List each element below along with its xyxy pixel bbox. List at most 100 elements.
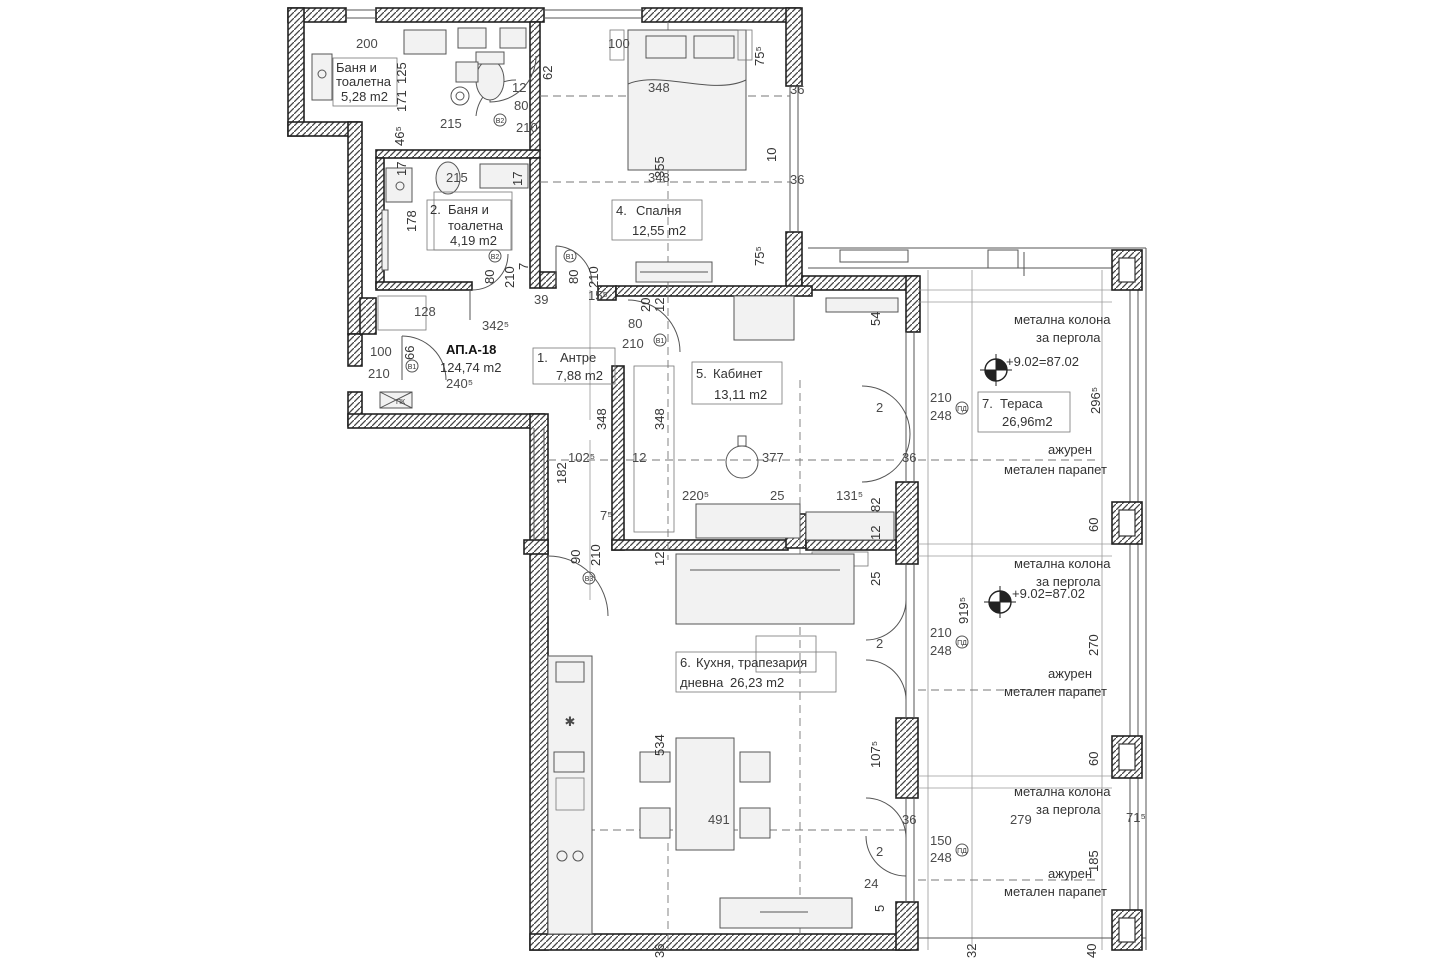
dimension-label: 80 xyxy=(482,270,497,284)
door-tag: B1 xyxy=(405,359,419,373)
svg-text:ПД: ПД xyxy=(957,848,967,855)
stove-icon xyxy=(556,850,568,862)
dimension-label: 171 xyxy=(394,90,409,112)
level-marker xyxy=(980,354,1012,386)
shaft-label: ПК xyxy=(396,399,406,406)
dimension-label: 80 xyxy=(514,98,528,113)
svg-text:B2: B2 xyxy=(496,118,505,125)
room-name: Кабинет xyxy=(713,366,762,381)
column-note: метална колона xyxy=(1014,312,1111,327)
door-tags: B2 B2 B1 B1 B1 B3 ПД ПД ПД xyxy=(405,113,969,857)
dimension-label: 75⁵ xyxy=(752,246,767,266)
dimension-label: 36 xyxy=(902,450,916,465)
room-area: 5,28 m2 xyxy=(341,89,388,104)
room-labels: Баня и тоалетна 5,28 m2 2. Баня и тоалет… xyxy=(336,60,1053,690)
dimension-label: 107⁵ xyxy=(868,741,883,768)
dimension-label: 32 xyxy=(964,944,979,958)
parapet-note: метален парапет xyxy=(1004,684,1107,699)
parapet-note: ажурен xyxy=(1048,442,1092,457)
dimension-label: 220⁵ xyxy=(682,488,709,503)
dimension-label: 210 xyxy=(368,366,390,381)
room-number: 5. xyxy=(696,366,707,381)
dimension-label: 12 xyxy=(632,450,646,465)
sofa-icon xyxy=(675,553,855,625)
dimension-label: 12 xyxy=(512,80,526,95)
dimension-label: 348 xyxy=(648,80,670,95)
dimension-label: 348 xyxy=(648,170,670,185)
column-note: метална колона xyxy=(1014,556,1111,571)
dimension-label: 40 xyxy=(1084,944,1099,958)
room-name: дневна xyxy=(680,675,724,690)
dimension-label: 7 xyxy=(516,263,531,270)
terrace xyxy=(808,247,1147,951)
dimension-label: 348 xyxy=(652,408,667,430)
svg-text:B3: B3 xyxy=(585,576,594,583)
dimension-label: 7⁵ xyxy=(600,508,613,523)
dimension-label: 24 xyxy=(864,876,878,891)
dimension-label: 80 xyxy=(628,316,642,331)
dimension-label: 128 xyxy=(414,304,436,319)
door-tag: B2 xyxy=(488,249,502,263)
door-tag: ПД xyxy=(955,843,969,857)
dimension-label: 17 xyxy=(510,172,525,186)
room-area: 7,88 m2 xyxy=(556,368,603,383)
apartment-area: 124,74 m2 xyxy=(440,360,501,375)
dimension-label: 5 xyxy=(872,905,887,912)
kitchen-counter-icon xyxy=(547,655,593,935)
dashed-lines xyxy=(540,22,1100,950)
dimension-label: 150 xyxy=(930,833,952,848)
dimension-label: 100 xyxy=(370,344,392,359)
room-area: 4,19 m2 xyxy=(450,233,497,248)
dimension-label: 54 xyxy=(868,312,883,326)
dimension-label: 182 xyxy=(554,462,569,484)
room-name: тоалетна xyxy=(336,74,392,89)
column-note: за пергола xyxy=(1036,574,1101,589)
sink-icon xyxy=(403,29,447,55)
dimension-label: 215 xyxy=(446,170,468,185)
dimension-label: 200 xyxy=(356,36,378,51)
room-name: тоалетна xyxy=(448,218,504,233)
dimension-label: 342⁵ xyxy=(482,318,509,333)
svg-text:B2: B2 xyxy=(491,254,500,261)
dimension-label: 60 xyxy=(1086,752,1101,766)
dimension-label: 240⁵ xyxy=(446,376,473,391)
room-number: 4. xyxy=(616,203,627,218)
dimension-label: 210 xyxy=(588,544,603,566)
dimension-label: 12 xyxy=(652,552,667,566)
room-name: Баня и xyxy=(336,60,377,75)
svg-text:B1: B1 xyxy=(408,364,417,371)
dimension-label: 248 xyxy=(930,850,952,865)
apartment-id: АП.А-18 xyxy=(446,342,496,357)
dimension-label: 12 xyxy=(868,526,883,540)
furniture: ✱ xyxy=(311,27,899,935)
dimension-label: 210 xyxy=(586,266,601,288)
sink-icon xyxy=(479,163,529,189)
tv-unit-icon xyxy=(719,897,853,929)
level-label: +9.02=87.02 xyxy=(1012,586,1085,601)
dimension-label: 25 xyxy=(868,572,883,586)
terrace-notes: метална колона за пергола +9.02=87.02 аж… xyxy=(1004,312,1111,899)
door-tag: ПД xyxy=(955,635,969,649)
dimension-label: 296⁵ xyxy=(1088,387,1103,414)
room-number: 2. xyxy=(430,202,441,217)
shower-icon xyxy=(385,167,413,203)
dimension-label: 36 xyxy=(652,944,667,958)
dimension-label: 46⁵ xyxy=(392,126,407,146)
dimension-label: 25 xyxy=(770,488,784,503)
dimension-label: 10 xyxy=(764,148,779,162)
desk-icon xyxy=(695,503,801,539)
room-number: 7. xyxy=(982,396,993,411)
dimension-label: 2 xyxy=(876,636,883,651)
interior-walls xyxy=(359,21,897,555)
dimension-label: 210 xyxy=(502,266,517,288)
dimension-label: 66 xyxy=(402,346,417,360)
dimension-label: 279 xyxy=(1010,812,1032,827)
toilet-icon xyxy=(475,59,505,101)
room-area: 26,23 m2 xyxy=(730,675,784,690)
level-marker xyxy=(984,586,1016,618)
dimension-label: 355 xyxy=(652,156,667,178)
sink-icon xyxy=(553,751,585,773)
dimension-label: 17 xyxy=(394,162,409,176)
room-area: 13,11 m2 xyxy=(714,387,767,402)
